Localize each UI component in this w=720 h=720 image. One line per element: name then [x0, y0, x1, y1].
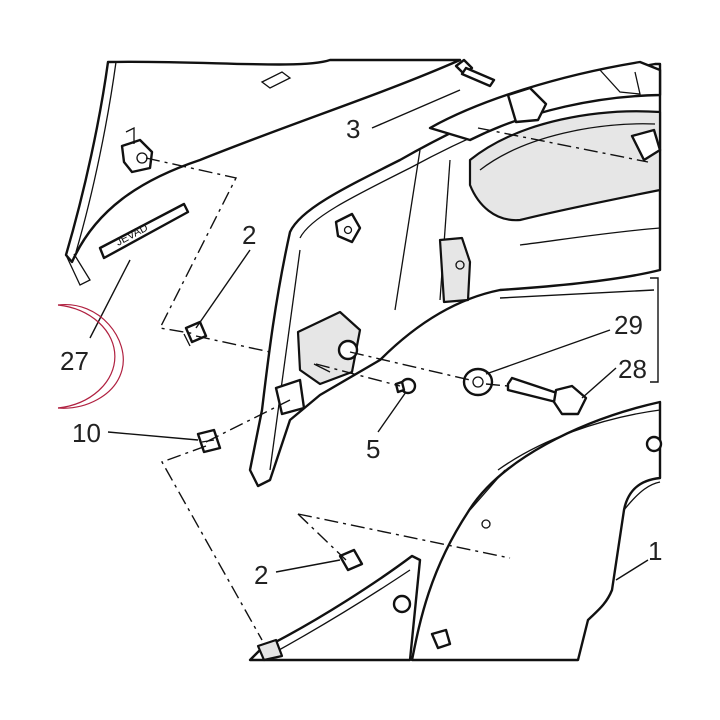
assembly-lines: [145, 127, 649, 641]
callout-10: 10: [72, 418, 101, 448]
bumper-corner-panel: [248, 554, 422, 662]
washer-29: [462, 367, 494, 397]
lower-trim-panel: [410, 400, 663, 662]
callout-5: 5: [366, 434, 380, 464]
callout-3: 3: [346, 114, 360, 144]
screw-bottom: [430, 628, 452, 650]
clip-2-lower: [338, 548, 364, 572]
callout-2-upper: 2: [242, 220, 256, 250]
badge-emblem: JEVAD: [98, 202, 190, 260]
highlight-circle: [57, 304, 116, 409]
leader-lines: [89, 89, 659, 581]
clip-2-upper: [183, 320, 208, 347]
callout-2-lower: 2: [254, 560, 268, 590]
callout-29: 29: [614, 310, 643, 340]
tailgate-trim: [248, 60, 662, 488]
bolt-3: [454, 58, 496, 88]
callout-1: 1: [648, 536, 662, 566]
badge-text: JEVAD: [114, 222, 150, 249]
callout-28: 28: [618, 354, 647, 384]
bolt-28: [506, 376, 588, 416]
screw-5: [394, 377, 417, 395]
callout-27: 27: [60, 346, 89, 376]
panel-bracket: [120, 126, 154, 174]
upper-body-panel: [64, 58, 462, 286]
callout-labels: 27 3 2 29 28 10 5 1 2: [60, 114, 662, 590]
